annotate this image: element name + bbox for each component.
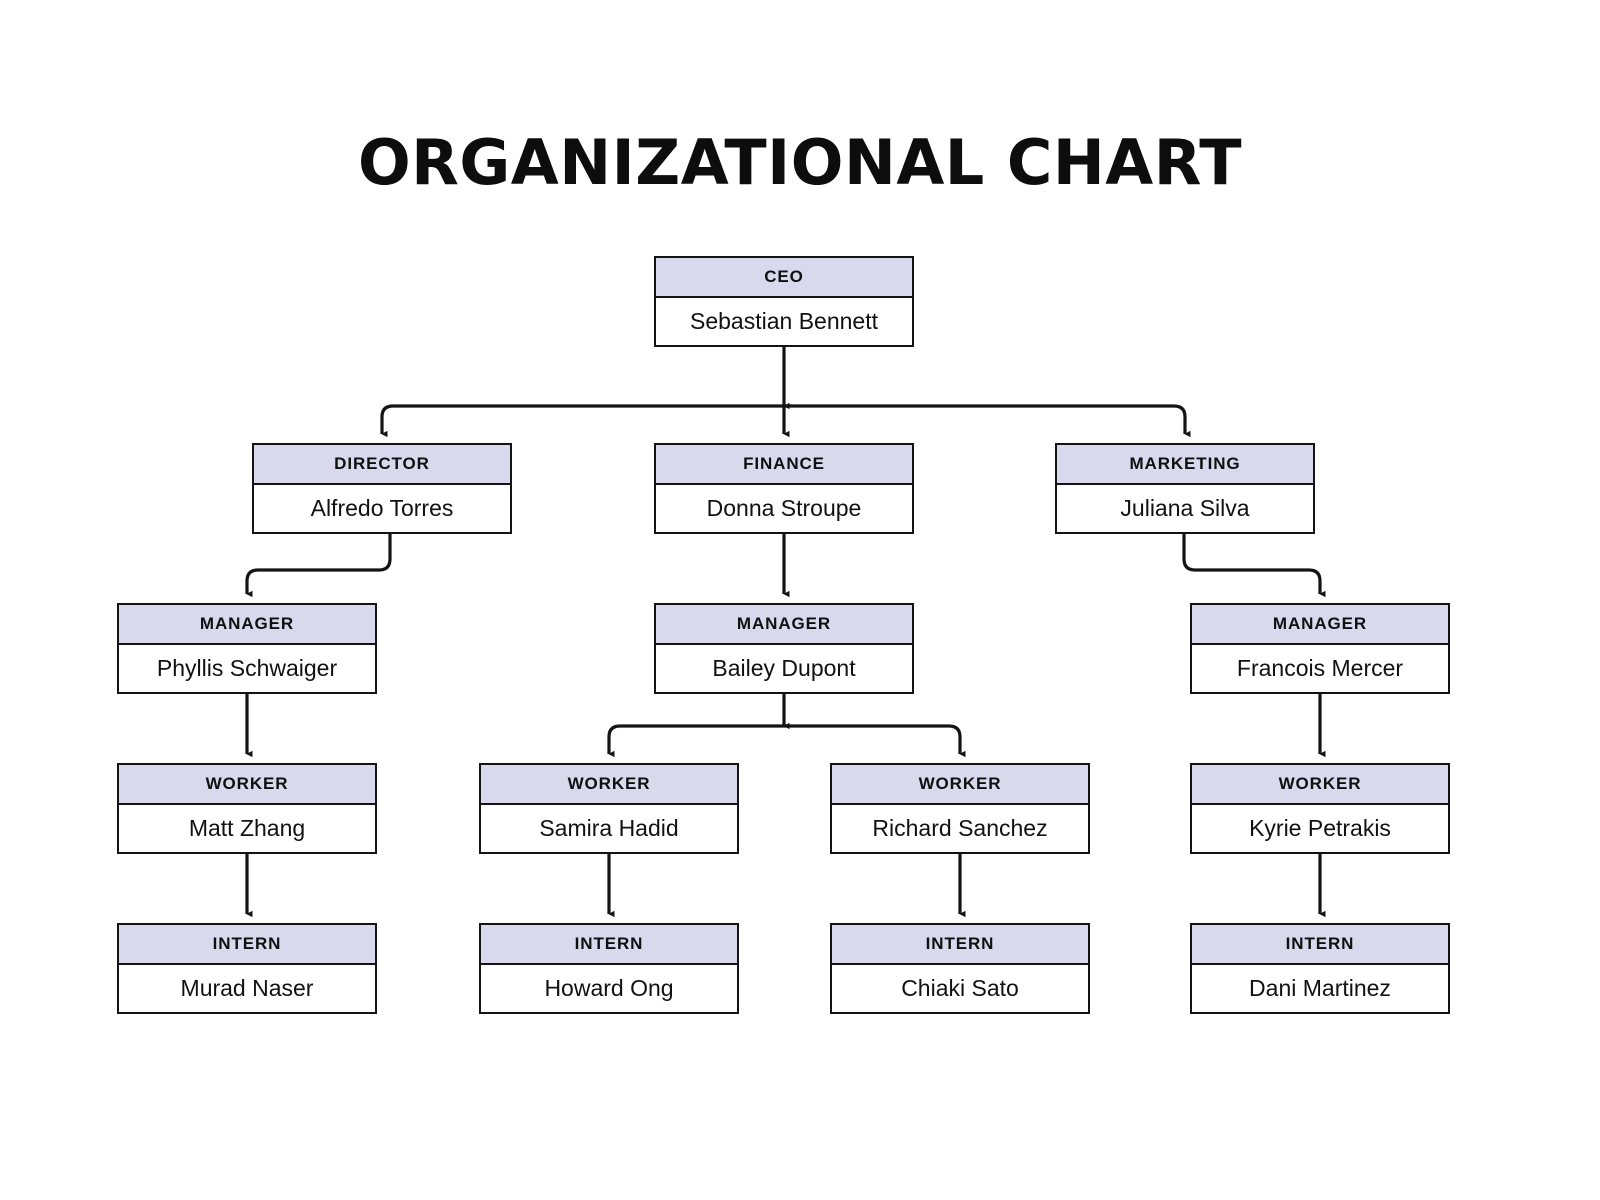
org-node-name: Sebastian Bennett xyxy=(656,298,912,345)
edge-manager2-workers-branch xyxy=(607,724,784,758)
edge-manager2-workers-branch xyxy=(784,724,966,758)
org-node-role: WORKER xyxy=(832,765,1088,805)
org-node-role: INTERN xyxy=(481,925,737,965)
org-node-name: Murad Naser xyxy=(119,965,375,1012)
org-node-name: Chiaki Sato xyxy=(832,965,1088,1012)
org-node-role: DIRECTOR xyxy=(254,445,510,485)
org-node-name: Dani Martinez xyxy=(1192,965,1448,1012)
page-title: ORGANIZATIONAL CHART xyxy=(357,126,1243,199)
edge-director-manager1 xyxy=(245,534,392,598)
org-node-name: Samira Hadid xyxy=(481,805,737,852)
org-node-role: INTERN xyxy=(1192,925,1448,965)
edge-ceo-departments-branch xyxy=(380,404,784,438)
org-node-name: Howard Ong xyxy=(481,965,737,1012)
org-node-role: WORKER xyxy=(481,765,737,805)
org-node-name: Francois Mercer xyxy=(1192,645,1448,692)
org-node-role: INTERN xyxy=(832,925,1088,965)
org-node-role: CEO xyxy=(656,258,912,298)
org-node-name: Juliana Silva xyxy=(1057,485,1313,532)
org-node-role: FINANCE xyxy=(656,445,912,485)
org-node-name: Phyllis Schwaiger xyxy=(119,645,375,692)
edge-ceo-departments-branch xyxy=(784,404,1191,438)
org-node-role: WORKER xyxy=(119,765,375,805)
org-node-role: MANAGER xyxy=(656,605,912,645)
org-node-name: Matt Zhang xyxy=(119,805,375,852)
org-node-role: MANAGER xyxy=(1192,605,1448,645)
org-node-name: Richard Sanchez xyxy=(832,805,1088,852)
org-node-name: Alfredo Torres xyxy=(254,485,510,532)
org-node-role: INTERN xyxy=(119,925,375,965)
org-node-name: Bailey Dupont xyxy=(656,645,912,692)
org-node-role: MARKETING xyxy=(1057,445,1313,485)
org-node-name: Donna Stroupe xyxy=(656,485,912,532)
edge-marketing-manager3 xyxy=(1182,534,1326,598)
org-node-role: MANAGER xyxy=(119,605,375,645)
org-node-role: WORKER xyxy=(1192,765,1448,805)
org-node-name: Kyrie Petrakis xyxy=(1192,805,1448,852)
